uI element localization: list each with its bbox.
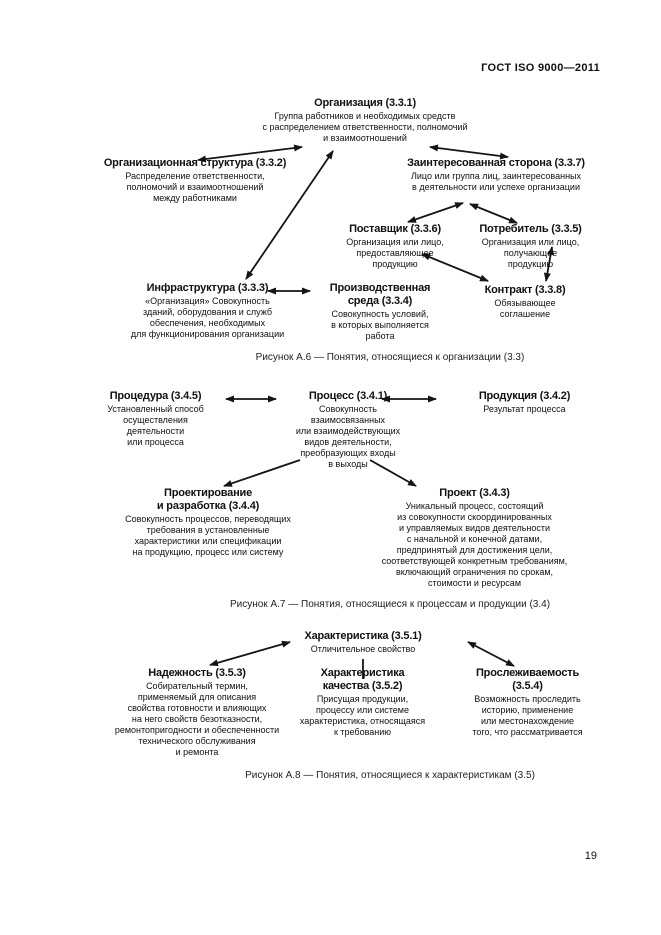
figure-a6-caption: Рисунок А.6 — Понятия, относящиеся к орг… bbox=[255, 352, 525, 363]
node-org-structure: Организационная структура (3.3.2) Распре… bbox=[70, 157, 320, 204]
arrow-stakeholder-supplier bbox=[407, 202, 464, 223]
node-infrastructure: Инфраструктура (3.3.3) «Организация» Сов… bbox=[100, 282, 315, 340]
node-product-desc: Результат процесса bbox=[483, 404, 566, 414]
node-infrastructure-desc: «Организация» Совокупность зданий, обору… bbox=[130, 296, 285, 339]
node-stakeholder-title: Заинтересованная сторона (3.3.7) bbox=[407, 157, 585, 169]
figure-a7-caption: Рисунок А.7 — Понятия, относящиеся к про… bbox=[229, 599, 551, 610]
node-organization: Организация (3.3.1) Группа работников и … bbox=[235, 97, 495, 144]
arrow-stakeholder-customer bbox=[469, 203, 518, 224]
document-header: ГОСТ ISO 9000—2011 bbox=[481, 62, 600, 74]
node-procedure-desc: Установленный способ осуществления деяте… bbox=[107, 404, 204, 447]
arrow-organization-stakeholder bbox=[429, 144, 509, 160]
node-contract-title: Контракт (3.3.8) bbox=[484, 284, 566, 296]
node-dependability: Надежность (3.5.3) Собирательный термин,… bbox=[82, 667, 312, 758]
node-project-desc: Уникальный процесс, состоящий из совокуп… bbox=[381, 501, 568, 588]
node-process: Процесс (3.4.1) Совокупность взаимосвяза… bbox=[268, 390, 428, 470]
node-contract: Контракт (3.3.8) Обязывающее соглашение bbox=[450, 284, 600, 320]
node-supplier-desc: Организация или лицо, предоставляющее пр… bbox=[346, 237, 444, 269]
node-infrastructure-title: Инфраструктура (3.3.3) bbox=[146, 282, 269, 294]
node-design-development-title: Проектирование и разработка (3.4.4) bbox=[156, 487, 260, 512]
node-characteristic: Характеристика (3.5.1) Отличительное сво… bbox=[258, 630, 468, 655]
node-process-desc: Совокупность взаимосвязанных или взаимод… bbox=[295, 404, 401, 469]
node-quality-characteristic: Характеристика качества (3.5.2) Присущая… bbox=[285, 667, 440, 738]
node-customer: Потребитель (3.3.5) Организация или лицо… bbox=[458, 223, 603, 270]
node-stakeholder-desc: Лицо или группа лиц, заинтересованных в … bbox=[410, 171, 582, 192]
node-supplier: Поставщик (3.3.6) Организация или лицо, … bbox=[330, 223, 460, 270]
node-customer-desc: Организация или лицо, получающее продукц… bbox=[481, 237, 580, 269]
node-characteristic-desc: Отличительное свойство bbox=[310, 644, 416, 654]
node-org-structure-desc: Распределение ответственности, полномочи… bbox=[125, 171, 265, 203]
node-quality-characteristic-desc: Присущая продукции, процессу или системе… bbox=[299, 694, 426, 737]
node-customer-title: Потребитель (3.3.5) bbox=[479, 223, 582, 235]
node-project: Проект (3.4.3) Уникальный процесс, состо… bbox=[332, 487, 617, 589]
node-product-title: Продукция (3.4.2) bbox=[478, 390, 571, 402]
node-organization-desc: Группа работников и необходимых средств … bbox=[262, 111, 468, 143]
node-project-title: Проект (3.4.3) bbox=[439, 487, 510, 499]
node-quality-characteristic-title: Характеристика качества (3.5.2) bbox=[320, 667, 405, 692]
node-traceability-desc: Возможность проследить историю, применен… bbox=[472, 694, 583, 737]
node-procedure-title: Процедура (3.4.5) bbox=[109, 390, 202, 402]
node-design-development: Проектирование и разработка (3.4.4) Сово… bbox=[98, 487, 318, 558]
figure-a8-caption: Рисунок А.8 — Понятия, относящиеся к хар… bbox=[245, 770, 535, 781]
node-contract-desc: Обязывающее соглашение bbox=[494, 298, 556, 319]
node-stakeholder: Заинтересованная сторона (3.3.7) Лицо ил… bbox=[368, 157, 624, 193]
node-work-environment-title: Производственная среда (3.3.4) bbox=[329, 282, 431, 307]
arrow-characteristic-traceability bbox=[467, 641, 515, 667]
node-work-environment-desc: Совокупность условий, в которых выполняе… bbox=[331, 309, 429, 341]
node-dependability-desc: Собирательный термин, применяемый для оп… bbox=[114, 681, 280, 757]
node-traceability-title: Прослеживаемость (3.5.4) bbox=[475, 667, 580, 692]
page-number: 19 bbox=[584, 850, 597, 862]
node-work-environment: Производственная среда (3.3.4) Совокупно… bbox=[310, 282, 450, 342]
node-supplier-title: Поставщик (3.3.6) bbox=[349, 223, 441, 235]
node-characteristic-title: Характеристика (3.5.1) bbox=[304, 630, 422, 642]
node-organization-title: Организация (3.3.1) bbox=[314, 97, 416, 109]
node-org-structure-title: Организационная структура (3.3.2) bbox=[103, 157, 287, 169]
node-product: Продукция (3.4.2) Результат процесса bbox=[432, 390, 617, 415]
node-design-development-desc: Совокупность процессов, переводящих треб… bbox=[125, 514, 291, 557]
node-dependability-title: Надежность (3.5.3) bbox=[148, 667, 246, 679]
node-process-title: Процесс (3.4.1) bbox=[308, 390, 388, 402]
node-procedure: Процедура (3.4.5) Установленный способ о… bbox=[78, 390, 233, 448]
node-traceability: Прослеживаемость (3.5.4) Возможность про… bbox=[440, 667, 615, 738]
